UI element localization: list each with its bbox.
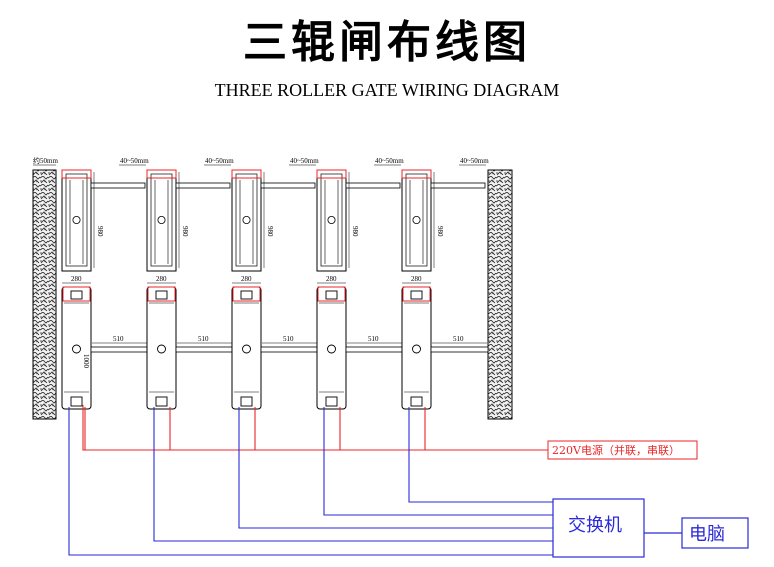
unit-top-red-cap [231,169,262,179]
wall-width-label: 约50mm [33,156,58,165]
unit-top-hub [242,215,251,224]
unit-front-arm [260,346,319,353]
switch-label: 交换机 [568,515,622,536]
unit-front-base-slot [70,396,83,407]
page-title: 三辊闸布线图 [243,17,531,68]
turnstile-unit: 40~50mm 980 280 510 [316,157,404,410]
power-label: 220V电源（并联，串联） [552,443,680,457]
unit-front-arm [345,346,404,353]
unit-front-hub [72,344,81,354]
unit-top-arm [260,182,316,189]
spacing-label: 510 [368,335,379,343]
network-wiring: 交换机 电脑 [68,407,749,558]
unit-top-inner [235,173,258,267]
spacing-label: 510 [453,335,464,343]
unit-front-indicator [70,290,83,300]
computer-label: 电脑 [689,524,725,545]
width-label: 280 [411,275,422,283]
power-wiring: 220V电源（并联，串联） [82,405,698,460]
unit-front-indicator [155,290,168,300]
unit-top-arm [345,182,401,189]
width-label: 280 [241,275,252,283]
unit-front-base-slot [240,396,253,407]
spacing-label: 510 [198,335,209,343]
unit-top-hub [157,215,166,224]
unit-front-red-cap [402,286,431,302]
turnstile-unit: 40~50mm 980 280 510 [146,157,234,410]
unit-front-indicator [240,290,253,300]
unit-top-inner [150,173,173,267]
power-label-box [547,440,698,460]
length-label: 980 [351,226,359,237]
arm-gap-label: 40~50mm [205,157,234,165]
unit-front-red-cap [147,286,176,302]
unit-front-hub [327,344,336,354]
computer-box [681,517,749,549]
width-label: 280 [156,275,167,283]
unit-top-red-cap [61,169,92,179]
spacing-label: 510 [283,335,294,343]
arm-gap-label: 40~50mm [375,157,404,165]
unit-top-hub [327,215,336,224]
unit-front-indicator [325,290,338,300]
network-cable [238,407,553,529]
unit-front-arm [175,346,234,353]
unit-front-red-cap [317,286,346,302]
unit-top-hub [412,215,421,224]
turnstile-row: 40~50mm 980 280 510 40~50mm 980 280 510 40~50mm 9… [61,157,489,410]
length-label: 980 [181,226,189,237]
unit-top-red-cap [316,169,347,179]
unit-front-base-slot [410,396,423,407]
length-label: 980 [96,226,104,237]
unit-top-arm [90,182,146,189]
network-cable [153,407,553,542]
network-cable [68,407,553,556]
unit-front-arm [90,346,149,353]
unit-top-arm [430,182,486,189]
unit-front-hub [242,344,251,354]
unit-front-base-slot [325,396,338,407]
unit-top-red-cap [401,169,432,179]
unit-top-arm [175,182,231,189]
right-wall [487,169,513,420]
arm-gap-label: 40~50mm [290,157,319,165]
left-wall [32,169,57,420]
length-label: 980 [436,226,444,237]
unit-top-inner [65,173,88,267]
network-cable [408,407,553,503]
unit-front-red-cap [232,286,261,302]
spacing-label: 510 [113,335,124,343]
unit-top-inner [405,173,428,267]
width-label: 280 [71,275,82,283]
page-subtitle: THREE ROLLER GATE WIRING DIAGRAM [214,80,560,100]
width-label: 280 [326,275,337,283]
length-label: 980 [266,226,274,237]
turnstile-unit: 40~50mm 980 280 510 [61,157,149,410]
unit-front-arm [430,346,489,353]
arm-gap-label: 40~50mm [120,157,149,165]
unit-top-inner [320,173,343,267]
power-bus [82,405,548,451]
unit-front-indicator [410,290,423,300]
unit-top-hub [72,215,81,224]
turnstile-unit: 40~50mm 980 280 510 [231,157,319,410]
unit-front-hub [157,344,166,354]
arm-gap-label: 40~50mm [460,157,489,165]
unit-front-base-slot [155,396,168,407]
unit-front-hub [412,344,421,354]
turnstile-unit: 40~50mm 980 280 510 [401,157,489,410]
unit-top-red-cap [146,169,177,179]
network-cable [323,407,553,516]
height-label: 1000 [82,354,90,369]
unit-front-red-cap [62,286,91,302]
